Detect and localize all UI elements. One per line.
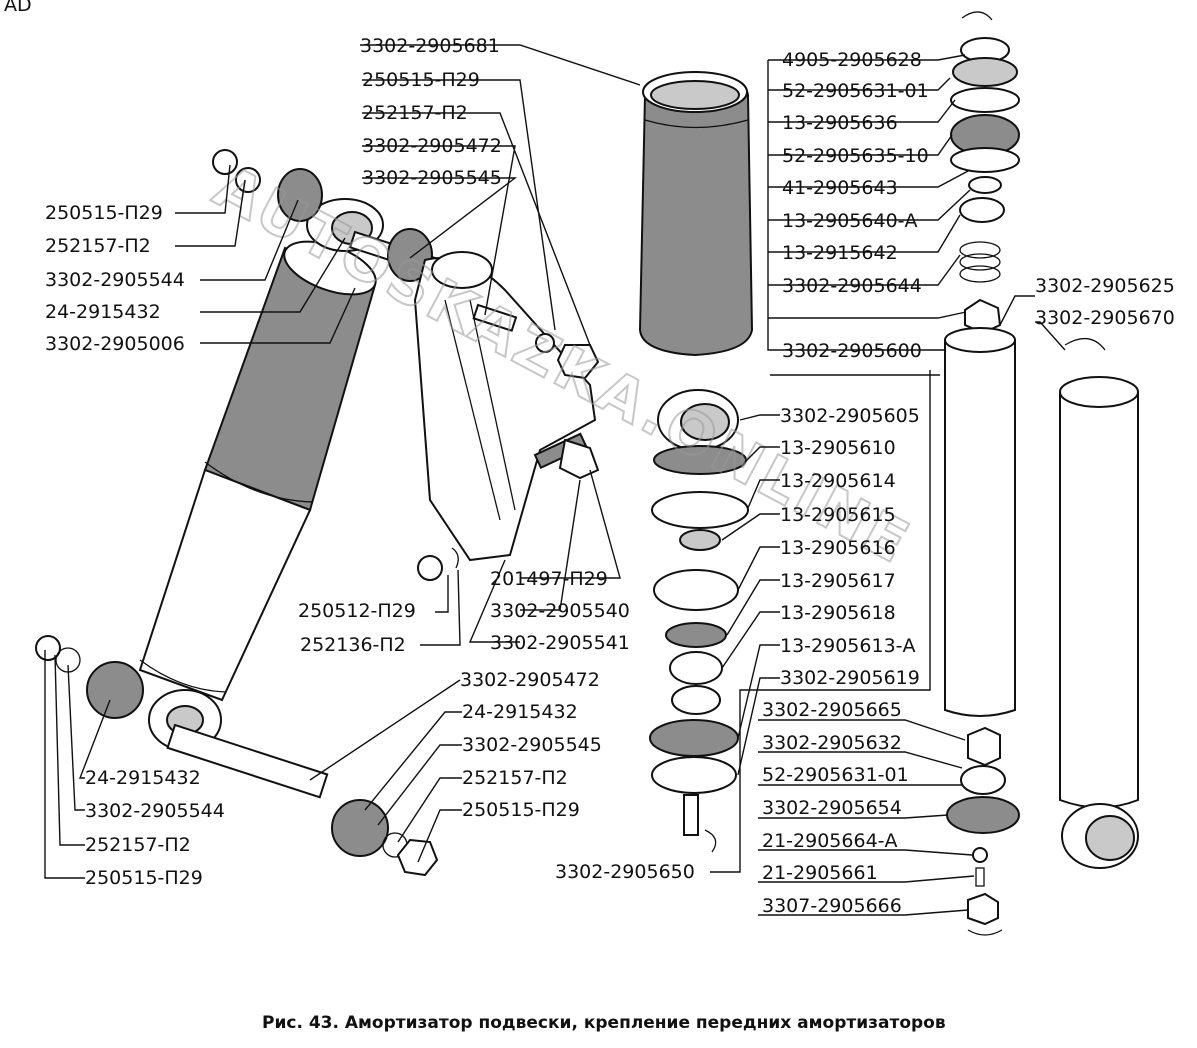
label-br-7: 3307-2905666: [762, 895, 902, 917]
label-right-10: 3302-2905625: [1035, 275, 1175, 297]
label-br-5: 21-2905664-А: [762, 830, 898, 852]
label-right-7: 13-2915642: [782, 242, 898, 264]
label-low-1: 3302-2905472: [460, 669, 600, 691]
bottom-right-labels: 3302-2905665 3302-2905632 52-2905631-01 …: [762, 699, 909, 917]
label-mid-1: 201497-П29: [490, 568, 608, 590]
label-center-2: 13-2905610: [780, 437, 896, 459]
label-left-5: 3302-2905545: [362, 167, 502, 189]
label-left-2: 250515-П29: [362, 69, 480, 91]
label-low-6: 24-2915432: [85, 767, 201, 789]
label-right-11: 3302-2905670: [1035, 307, 1175, 329]
inner-cylinder-part: [944, 327, 1016, 717]
dust-cover-part: [638, 70, 754, 357]
label-mid-5: 252136-П2: [300, 634, 406, 656]
label-right-3: 13-2905636: [782, 112, 898, 134]
label-center-1: 3302-2905605: [780, 405, 920, 427]
corner-mark: AD: [4, 0, 32, 16]
left-labels: 3302-2905681 250515-П29 252157-П2 3302-2…: [45, 35, 502, 355]
label-br-4: 3302-2905654: [762, 797, 902, 819]
label-left-8: 3302-2905544: [45, 269, 185, 291]
label-center-6: 13-2905617: [780, 570, 896, 592]
outer-cylinder-part: [1059, 338, 1139, 869]
center-stack-parts: [649, 389, 749, 853]
label-right-8: 3302-2905644: [782, 275, 922, 297]
label-right-9: 3302-2905600: [782, 340, 922, 362]
middle-labels: 201497-П29 3302-2905540 3302-2905541 250…: [298, 568, 630, 656]
label-low-5: 250515-П29: [462, 799, 580, 821]
right-bottom-stack-parts: [946, 726, 1020, 936]
label-low-2: 24-2915432: [462, 701, 578, 723]
label-right-1: 4905-2905628: [782, 49, 922, 71]
label-low-9: 250515-П29: [85, 867, 203, 889]
label-left-10: 3302-2905006: [45, 333, 185, 355]
label-left-1: 3302-2905681: [360, 35, 500, 57]
label-low-4: 252157-П2: [462, 767, 568, 789]
center-labels: 3302-2905605 13-2905610 13-2905614 13-29…: [555, 405, 920, 883]
lower-bolt-part: [35, 635, 439, 877]
label-center-10: 3302-2905650: [555, 861, 695, 883]
label-center-9: 3302-2905619: [780, 667, 920, 689]
label-right-4: 52-2905635-10: [782, 145, 929, 167]
label-left-6: 250515-П29: [45, 202, 163, 224]
label-mid-4: 250512-П29: [298, 600, 416, 622]
label-right-5: 41-2905643: [782, 177, 898, 199]
right-labels: 4905-2905628 52-2905631-01 13-2905636 52…: [782, 49, 1175, 362]
label-left-7: 252157-П2: [45, 235, 151, 257]
label-mid-3: 3302-2905541: [490, 632, 630, 654]
figure-caption: Рис. 43. Амортизатор подвески, крепление…: [262, 1013, 946, 1033]
mounting-bracket-part: [413, 251, 600, 581]
label-low-8: 252157-П2: [85, 834, 191, 856]
label-br-2: 3302-2905632: [762, 732, 902, 754]
label-center-3: 13-2905614: [780, 470, 896, 492]
label-br-3: 52-2905631-01: [762, 764, 909, 786]
lower-labels: 3302-2905472 24-2915432 3302-2905545 252…: [85, 669, 602, 889]
label-right-2: 52-2905631-01: [782, 80, 929, 102]
right-top-stack-parts: [950, 11, 1020, 335]
label-center-4: 13-2905615: [780, 504, 896, 526]
label-right-6: 13-2905640-А: [782, 210, 918, 232]
label-br-1: 3302-2905665: [762, 699, 902, 721]
label-br-6: 21-2905661: [762, 862, 878, 884]
label-left-9: 24-2915432: [45, 301, 161, 323]
label-left-3: 252157-П2: [362, 102, 468, 124]
leader-lines: [44, 44, 1066, 916]
label-center-5: 13-2905616: [780, 537, 896, 559]
label-center-8: 13-2905613-А: [780, 635, 916, 657]
label-left-4: 3302-2905472: [362, 135, 502, 157]
label-low-7: 3302-2905544: [85, 800, 225, 822]
label-mid-2: 3302-2905540: [490, 600, 630, 622]
label-low-3: 3302-2905545: [462, 734, 602, 756]
label-center-7: 13-2905618: [780, 602, 896, 624]
